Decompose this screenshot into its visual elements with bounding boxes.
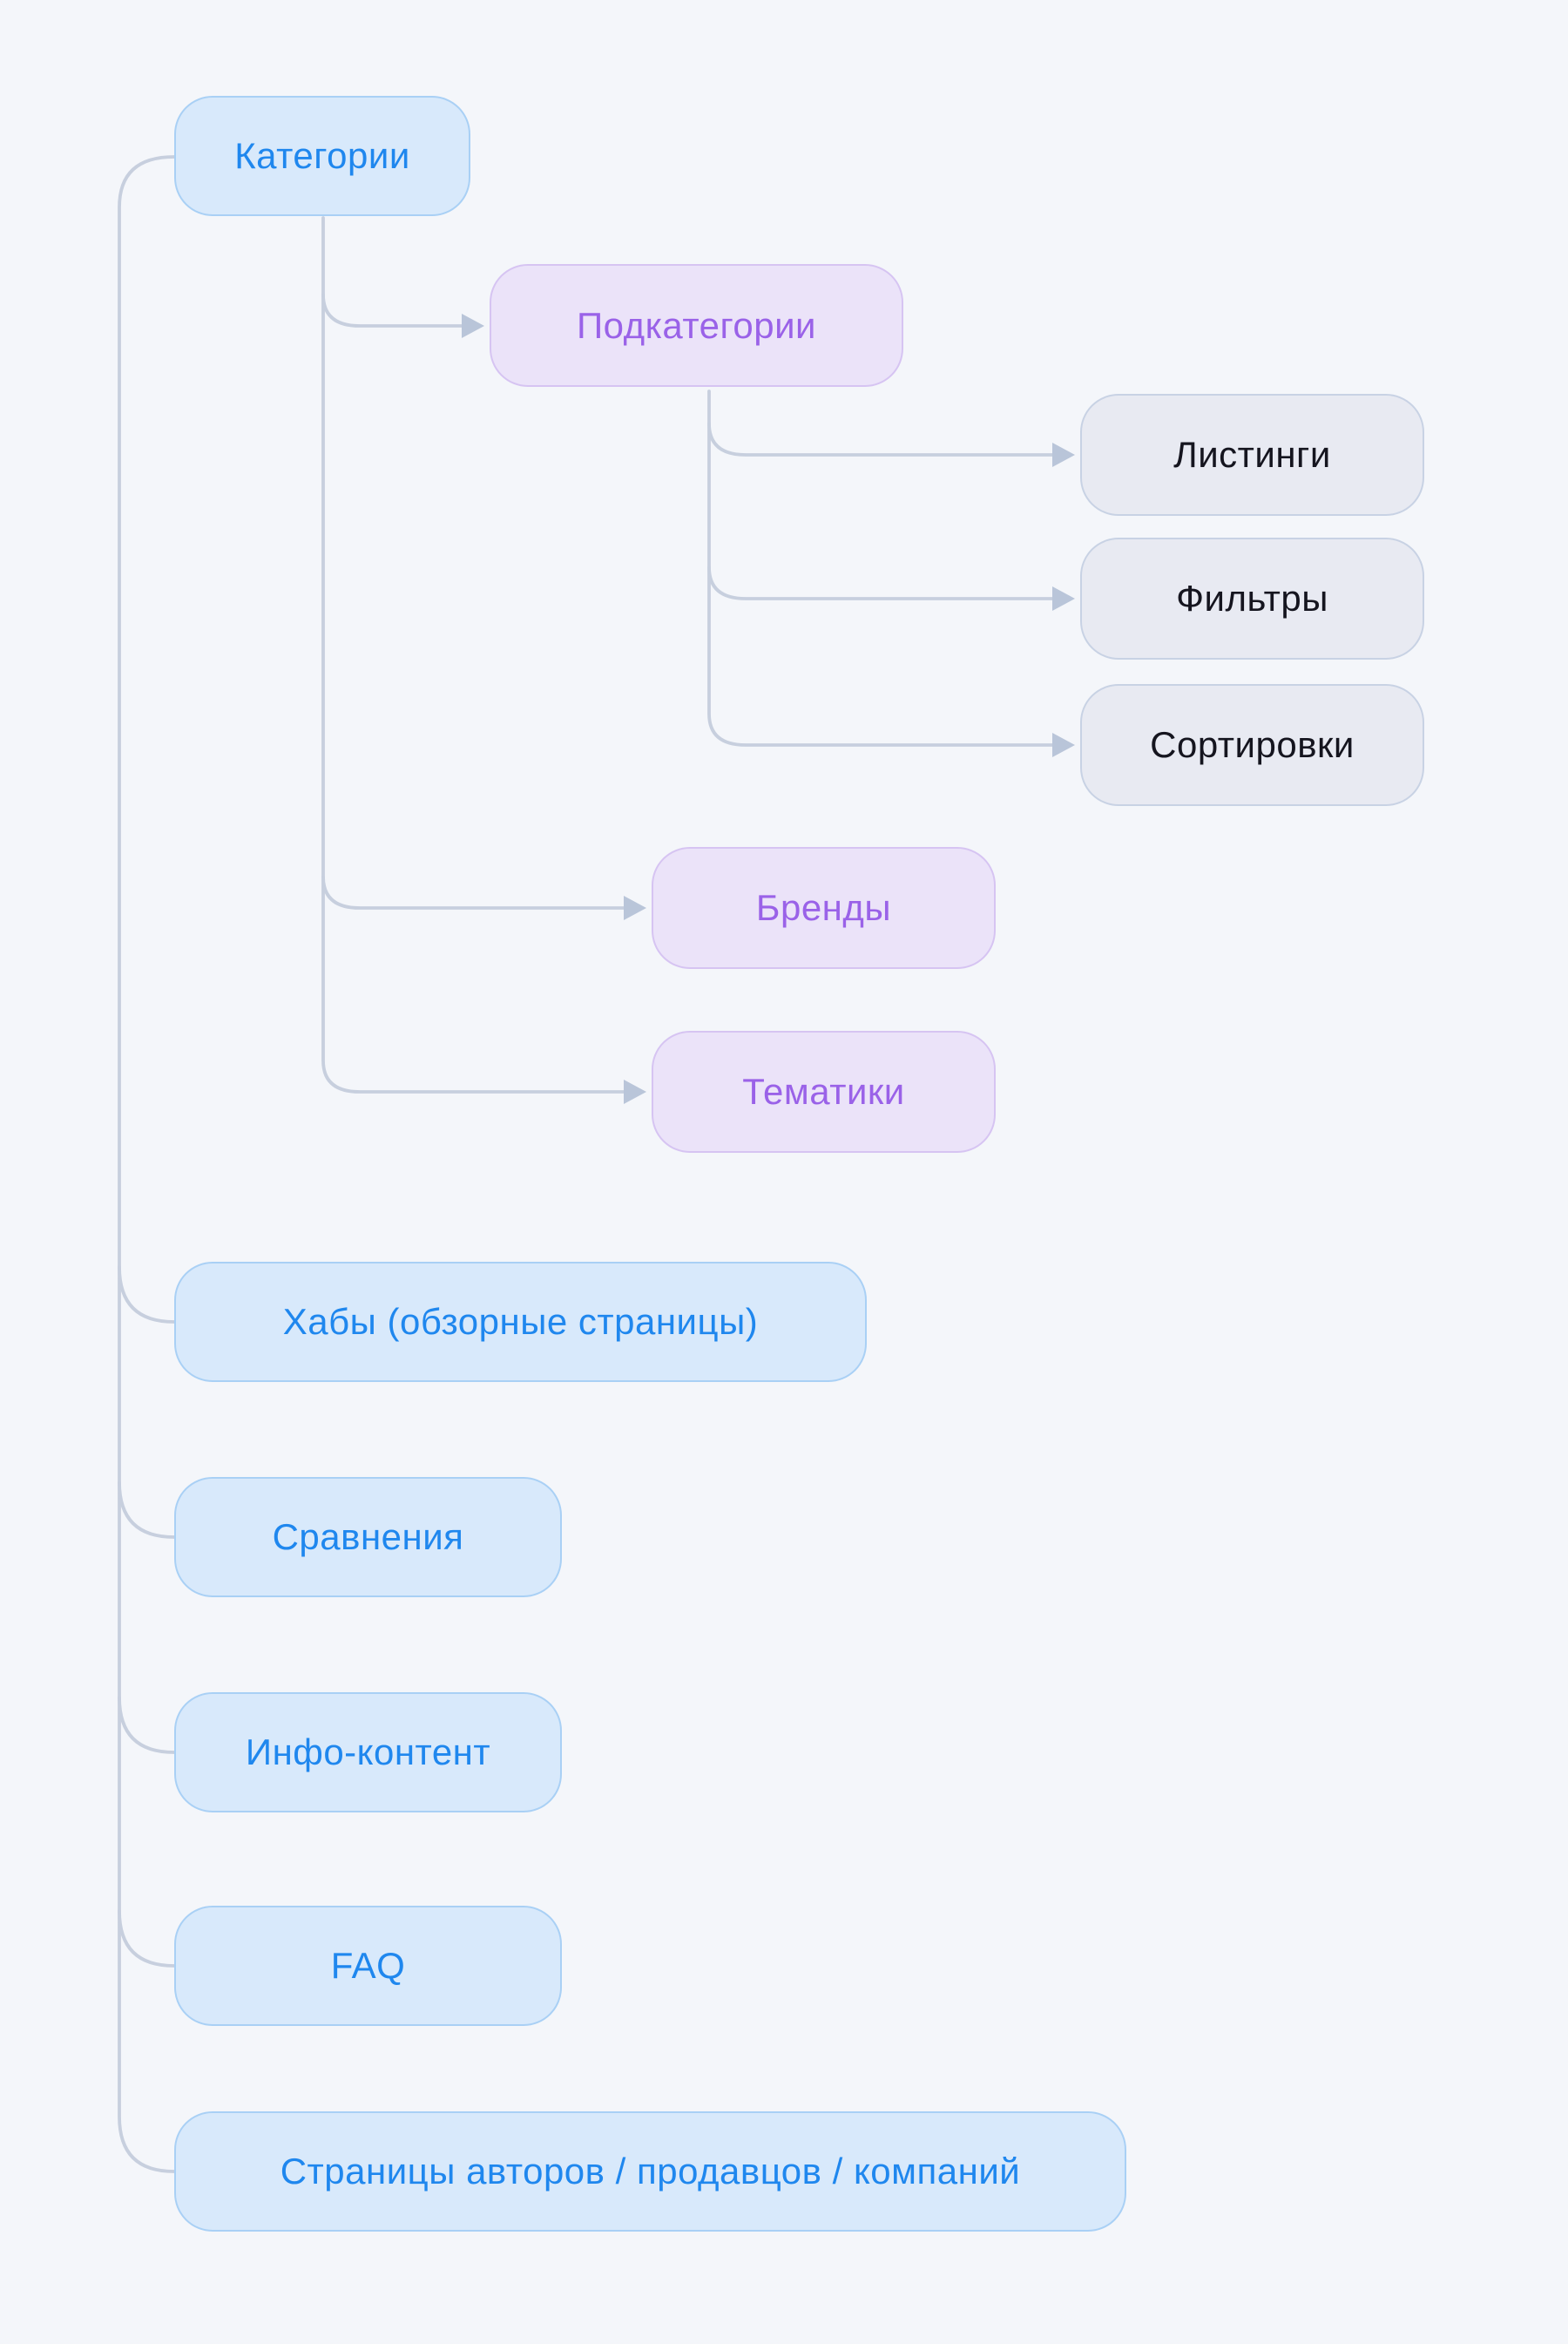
arrowhead-topics (624, 1080, 646, 1104)
node-brands-label: Бренды (755, 887, 892, 928)
node-faq-label: FAQ (330, 1945, 406, 1986)
node-info-content[interactable]: Инфо-контент (174, 1692, 562, 1812)
edge-categories-pages-trunk (118, 155, 176, 2173)
edge-categories-subcategories (321, 293, 463, 328)
node-subcategories[interactable]: Подкатегории (490, 264, 903, 387)
node-comparisons[interactable]: Сравнения (174, 1477, 562, 1597)
node-hubs-label: Хабы (обзорные страницы) (282, 1301, 759, 1342)
edge-subcategories-filters (707, 566, 1054, 600)
node-filters-label: Фильтры (1176, 578, 1328, 619)
edge-categories-brands (321, 875, 625, 910)
node-categories-label: Категории (234, 135, 410, 176)
arrowhead-subcategories (462, 314, 484, 338)
node-filters[interactable]: Фильтры (1080, 538, 1424, 660)
edge-categories-topics-trunk (321, 216, 625, 1094)
arrowhead-listings (1052, 443, 1075, 467)
node-categories[interactable]: Категории (174, 96, 470, 216)
node-sortings-label: Сортировки (1150, 724, 1355, 765)
node-comparisons-label: Сравнения (272, 1516, 464, 1557)
node-author-pages[interactable]: Страницы авторов / продавцов / компаний (174, 2111, 1126, 2232)
node-topics-label: Тематики (742, 1071, 905, 1112)
node-listings-label: Листинги (1173, 434, 1331, 475)
arrowhead-brands (624, 896, 646, 920)
edge-categories-info-content (118, 1696, 176, 1754)
arrowhead-filters (1052, 586, 1075, 611)
node-topics[interactable]: Тематики (652, 1031, 996, 1153)
node-faq[interactable]: FAQ (174, 1906, 562, 2026)
node-author-pages-label: Страницы авторов / продавцов / компаний (280, 2151, 1021, 2192)
edge-categories-comparisons (118, 1480, 176, 1539)
edge-subcategories-sortings-trunk (707, 390, 1054, 747)
node-listings[interactable]: Листинги (1080, 394, 1424, 516)
edge-categories-faq (118, 1909, 176, 1968)
edge-categories-hubs (118, 1265, 176, 1324)
node-brands[interactable]: Бренды (652, 847, 996, 969)
node-sortings[interactable]: Сортировки (1080, 684, 1424, 806)
arrowhead-sortings (1052, 733, 1075, 757)
node-subcategories-label: Подкатегории (576, 304, 817, 346)
node-info-content-label: Инфо-контент (245, 1731, 491, 1772)
node-hubs[interactable]: Хабы (обзорные страницы) (174, 1262, 867, 1382)
edge-subcategories-listings (707, 422, 1054, 457)
